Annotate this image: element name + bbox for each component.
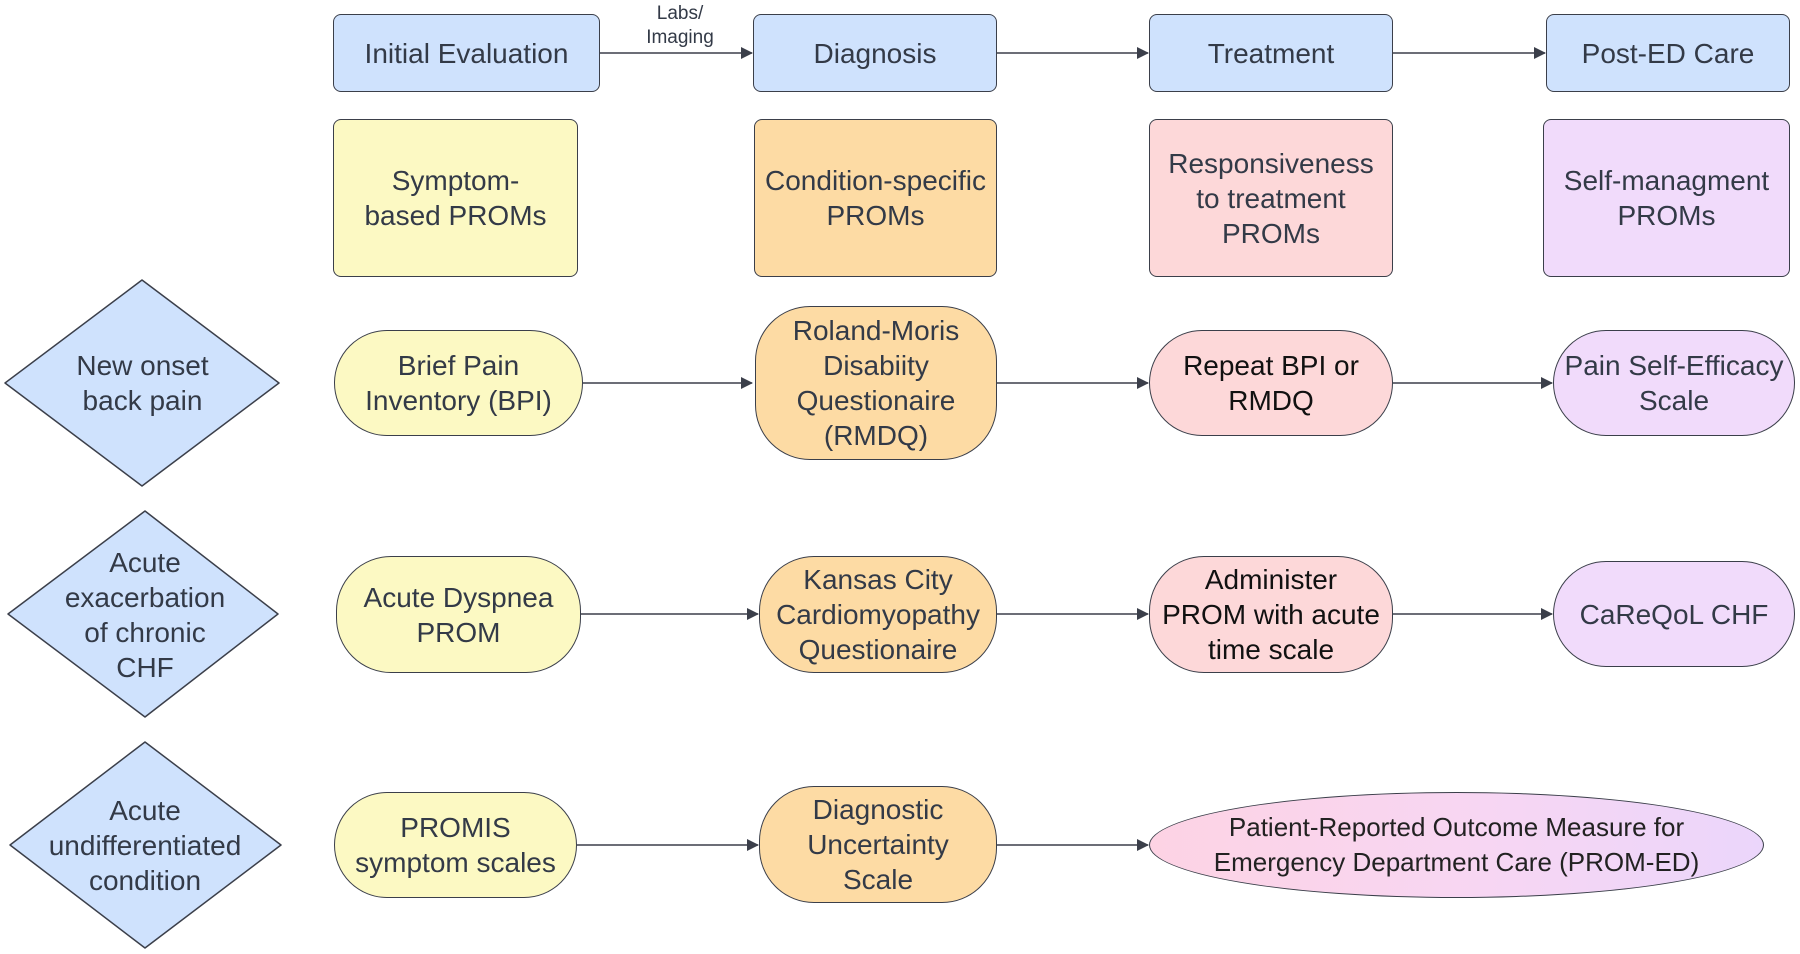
row2-administer-prom-acute-time-scale: Administer PROM with acute time scale: [1149, 556, 1393, 673]
row1-roland-moris-questionaire: Roland-Moris Disabiity Questionaire (RMD…: [755, 306, 997, 460]
edge-label-labs-imaging: Labs/ Imaging: [646, 3, 714, 48]
row1-repeat-bpi-or-rmdq: Repeat BPI or RMDQ: [1149, 330, 1393, 436]
row1-pain-self-efficacy-scale: Pain Self-Efficacy Scale: [1553, 330, 1795, 436]
stage-initial-evaluation: Initial Evaluation: [333, 14, 600, 92]
condition-diamond-chf: [7, 510, 279, 718]
condition-diamond-back-pain: [4, 279, 280, 487]
row2-careqol-chf: CaReQoL CHF: [1553, 561, 1795, 667]
row3-prom-ed-measure: Patient-Reported Outcome Measure for Eme…: [1149, 792, 1764, 898]
stage-post-ed-care: Post-ED Care: [1546, 14, 1790, 92]
category-condition-specific-proms: Condition-specific PROMs: [754, 119, 997, 277]
stage-treatment: Treatment: [1149, 14, 1393, 92]
category-self-management-proms: Self-managment PROMs: [1543, 119, 1790, 277]
category-symptom-based-proms: Symptom- based PROMs: [333, 119, 578, 277]
condition-label-back-pain: New onset back pain: [76, 350, 209, 416]
condition-diamond-undifferentiated: [9, 741, 282, 949]
row3-promis-symptom-scales: PROMIS symptom scales: [334, 792, 577, 898]
condition-label-undifferentiated: Acute undifferentiated condition: [48, 794, 242, 896]
condition-label-chf: Acute exacerbation of chronic CHF: [64, 547, 226, 683]
stage-diagnosis: Diagnosis: [753, 14, 997, 92]
row3-diagnostic-uncertainty-scale: Diagnostic Uncertainty Scale: [759, 786, 997, 903]
row2-kansas-city-cardiomyopathy-questionaire: Kansas City Cardiomyopathy Questionaire: [759, 556, 997, 673]
row2-acute-dyspnea-prom: Acute Dyspnea PROM: [336, 556, 581, 673]
row1-brief-pain-inventory: Brief Pain Inventory (BPI): [334, 330, 583, 436]
category-responsiveness-proms: Responsiveness to treatment PROMs: [1149, 119, 1393, 277]
